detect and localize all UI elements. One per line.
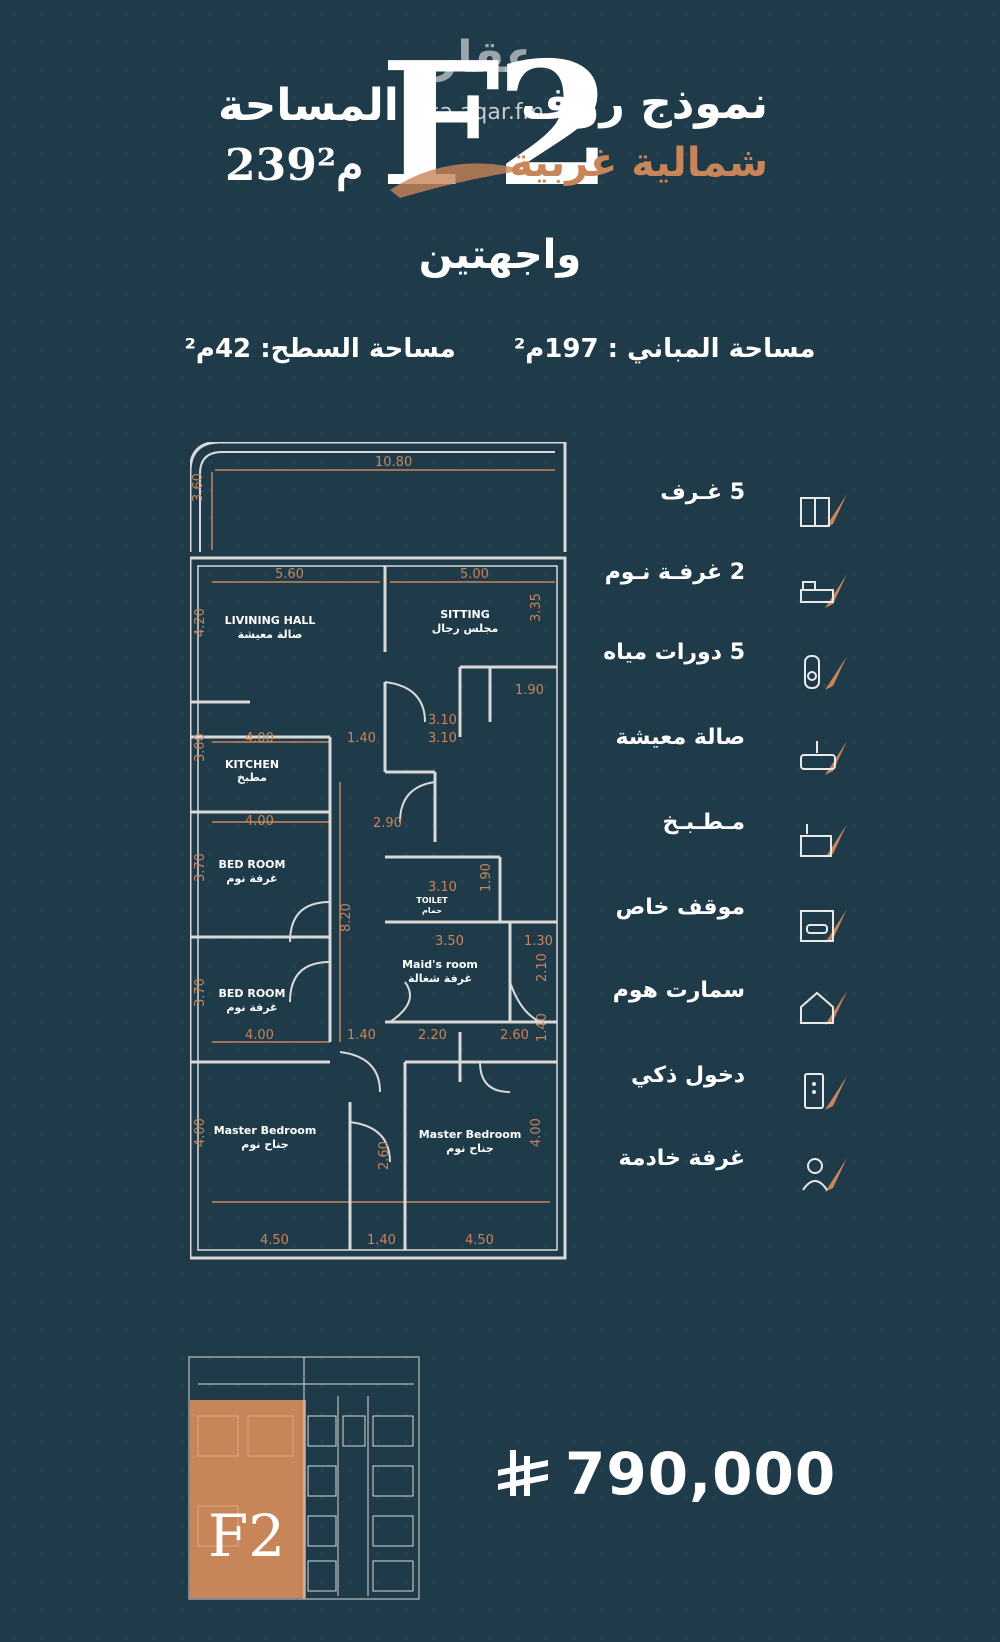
dim-label: 4.00 — [245, 814, 274, 829]
room-label: TOILET — [416, 896, 448, 905]
dim-label: 2.60 — [377, 1141, 392, 1170]
dim-label: 3.10 — [428, 731, 457, 746]
dim-label: 1.40 — [347, 731, 376, 746]
facade-label: واجهتين — [418, 232, 582, 278]
feature-kitchen: مـطـبـخ — [662, 810, 745, 835]
dim-label: 5.60 — [275, 567, 304, 582]
room-label: BED ROOM — [219, 987, 286, 1000]
dim-label: 4.20 — [193, 608, 208, 637]
feature-maid-room: غرفة خادمة — [618, 1146, 746, 1171]
room-label: Master Bedroom — [214, 1124, 317, 1137]
room-label: مطبخ — [237, 771, 267, 784]
rooms-icon — [800, 494, 847, 528]
smart-home-icon — [800, 991, 847, 1025]
room-label: غرفة نوم — [226, 1001, 277, 1014]
dim-label: 3.70 — [193, 853, 208, 882]
price-value: 790,000 — [565, 1440, 837, 1508]
dim-label: 1.90 — [479, 863, 494, 892]
dim-label: 4.50 — [260, 1233, 289, 1248]
areas-line: مساحة المباني : 197م² مساحة السطح: 42م² — [0, 334, 1000, 364]
dim-label: 4.00 — [529, 1118, 544, 1147]
room-label: غرفة نوم — [226, 872, 277, 885]
dim-label: 3.35 — [529, 593, 544, 622]
room-label: جناح نوم — [241, 1138, 288, 1151]
dim-label: 1.40 — [347, 1028, 376, 1043]
room-label: جناح نوم — [446, 1142, 493, 1155]
feature-living: صالة معيشة — [615, 725, 745, 750]
feature-smart-home: سمارت هوم — [612, 978, 745, 1003]
room-label: BED ROOM — [219, 858, 286, 871]
dim-label: 5.00 — [460, 567, 489, 582]
dim-label: 3.50 — [435, 934, 464, 949]
dim-label: 10.80 — [375, 455, 412, 470]
room-label: صالة معيشة — [238, 628, 303, 641]
room-label: Master Bedroom — [419, 1128, 522, 1141]
roof-area: مساحة السطح: 42م² — [184, 334, 456, 364]
dim-label: 1.30 — [524, 934, 553, 949]
dim-label: 2.20 — [418, 1028, 447, 1043]
room-label: Maid's room — [402, 958, 478, 971]
dim-label: 2.10 — [535, 953, 550, 982]
dim-label: 4.50 — [465, 1233, 494, 1248]
room-label: حمام — [422, 906, 442, 915]
dim-label: 8.20 — [339, 903, 354, 932]
floor-plan: 10.80 3.60 5.60 5.00 4.20 3.35 1.90 3.10… — [190, 442, 567, 1260]
sofa-icon — [800, 741, 847, 775]
dim-label: 3.10 — [428, 880, 457, 895]
feature-rooms: 5 غـرف — [660, 480, 745, 505]
kitchen-icon — [800, 824, 847, 858]
feature-smart-entry: دخول ذكي — [630, 1063, 745, 1088]
bedroom-icon — [800, 574, 847, 608]
site-plan-thumbnail — [188, 1356, 420, 1600]
dim-label: 2.60 — [500, 1028, 529, 1043]
room-label: KITCHEN — [225, 758, 279, 771]
dim-label: 4.00 — [245, 731, 274, 746]
model-title: نموذج روف — [520, 78, 768, 129]
dim-label: 1.40 — [367, 1233, 396, 1248]
maid-icon — [802, 1158, 847, 1192]
watermark-logo: عقار — [432, 32, 536, 83]
room-label: غرفة شغالة — [408, 972, 472, 985]
area-label: المساحة — [218, 80, 399, 131]
dim-label: 3.00 — [193, 733, 208, 762]
room-label: LIVINING HALL — [225, 614, 316, 627]
dim-label: 3.70 — [193, 978, 208, 1007]
smart-lock-icon — [804, 1073, 847, 1110]
toilet-icon — [804, 655, 847, 690]
dim-label: 4.00 — [245, 1028, 274, 1043]
watermark-text: sa.aqar.fm — [428, 100, 545, 125]
feature-bathrooms: 5 دورات مياه — [603, 640, 745, 665]
area-value: 239م² — [225, 140, 364, 191]
dim-label: 4.00 — [193, 1118, 208, 1147]
thumbnail-unit-label: F2 — [208, 1502, 286, 1570]
brush-accent — [390, 163, 525, 198]
feature-parking: موقف خاص — [615, 895, 745, 920]
dim-label: 1.40 — [535, 1013, 550, 1042]
dim-label: 1.90 — [515, 683, 544, 698]
room-label: SITTING — [440, 608, 490, 621]
feature-bedrooms: 2 غرفـة نـوم — [604, 560, 745, 585]
building-area: مساحة المباني : 197م² — [513, 334, 816, 364]
dim-label: 3.60 — [191, 473, 206, 502]
parking-icon — [800, 909, 847, 943]
orientation-title: شمالية غربية — [509, 140, 768, 186]
riyal-icon — [498, 1450, 548, 1496]
dim-label: 3.10 — [428, 713, 457, 728]
dim-label: 2.90 — [373, 816, 402, 831]
room-label: مجلس رجال — [432, 622, 499, 635]
